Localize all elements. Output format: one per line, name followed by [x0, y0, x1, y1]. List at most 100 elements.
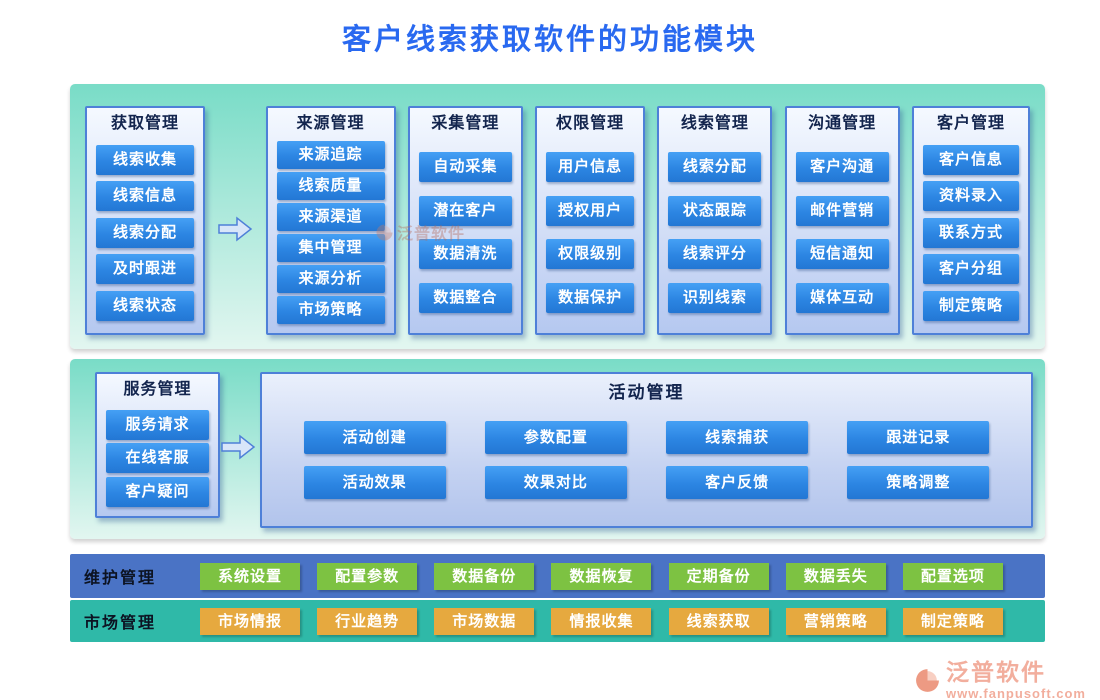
market-item: 市场数据	[434, 607, 535, 635]
brand-logo: 泛普软件 www.fanpusoft.com	[914, 661, 1086, 700]
module-item: 服务请求	[106, 409, 209, 440]
column-items: 自动采集 潜在客户 数据清洗 数据整合	[410, 138, 521, 333]
service-items: 服务请求 在线客服 客户疑问	[97, 406, 218, 516]
module-item: 来源渠道	[276, 203, 385, 231]
service-title: 服务管理	[123, 381, 192, 398]
module-item: 邮件营销	[795, 195, 889, 226]
column-title: 沟通管理	[808, 115, 877, 132]
column-title: 采集管理	[431, 115, 500, 132]
module-item: 来源追踪	[276, 141, 385, 169]
module-item: 市场策略	[276, 296, 385, 324]
maintenance-item: 配置选项	[902, 562, 1003, 590]
activity-panel: 活动管理 活动创建 参数配置 线索捕获 跟进记录 活动效果 效果对比 客户反馈 …	[260, 372, 1033, 528]
module-item: 客户分组	[922, 254, 1019, 284]
market-item: 情报收集	[551, 607, 652, 635]
market-item: 制定策略	[902, 607, 1003, 635]
column-items: 客户沟通 邮件营销 短信通知 媒体互动	[787, 138, 898, 333]
column-items: 线索分配 状态跟踪 线索评分 识别线索	[659, 138, 770, 333]
module-item: 权限级别	[546, 239, 635, 270]
module-item: 客户沟通	[795, 151, 889, 182]
module-item: 参数配置	[484, 421, 627, 454]
maintenance-bar: 维护管理 系统设置 配置参数 数据备份 数据恢复 定期备份 数据丢失 配置选项	[70, 554, 1045, 598]
module-item: 客户反馈	[666, 466, 809, 499]
column-title: 线索管理	[680, 115, 749, 132]
module-item: 潜在客户	[418, 195, 512, 226]
column-items: 客户信息 资料录入 联系方式 客户分组 制定策略	[914, 138, 1028, 333]
market-item: 行业趋势	[317, 607, 418, 635]
maintenance-item: 数据备份	[434, 562, 535, 590]
market-item: 线索获取	[668, 607, 769, 635]
maintenance-label: 维护管理	[84, 570, 157, 587]
module-item: 线索分配	[96, 217, 194, 248]
column-title: 权限管理	[556, 115, 625, 132]
module-item: 在线客服	[106, 443, 209, 473]
column-title: 来源管理	[296, 115, 365, 132]
module-item: 资料录入	[922, 181, 1019, 211]
market-item: 营销策略	[785, 607, 886, 635]
module-item: 线索捕获	[666, 421, 809, 454]
module-column-acquisition: 获取管理 线索收集 线索信息 线索分配 及时跟进 线索状态	[85, 106, 205, 335]
column-items: 线索收集 线索信息 线索分配 及时跟进 线索状态	[87, 138, 203, 333]
market-items: 市场情报 行业趋势 市场数据 情报收集 线索获取 营销策略 制定策略	[200, 607, 1003, 635]
module-item: 数据清洗	[418, 239, 512, 270]
module-item: 线索收集	[96, 144, 194, 175]
maintenance-items: 系统设置 配置参数 数据备份 数据恢复 定期备份 数据丢失 配置选项	[200, 562, 1003, 590]
module-item: 效果对比	[484, 466, 627, 499]
column-title: 客户管理	[936, 115, 1005, 132]
service-panel: 服务管理 服务请求 在线客服 客户疑问	[95, 372, 220, 518]
module-item: 来源分析	[276, 265, 385, 293]
module-item: 识别线索	[668, 283, 762, 314]
module-column-lead: 线索管理 线索分配 状态跟踪 线索评分 识别线索	[657, 106, 773, 335]
maintenance-item: 配置参数	[317, 562, 418, 590]
module-item: 及时跟进	[96, 254, 194, 284]
maintenance-item: 系统设置	[200, 562, 300, 590]
market-item: 市场情报	[200, 607, 300, 635]
module-item: 数据整合	[418, 283, 512, 314]
module-item: 数据保护	[546, 283, 635, 314]
module-item: 制定策略	[922, 290, 1019, 321]
module-item: 线索分配	[668, 151, 762, 182]
fanpu-logo-icon	[916, 669, 939, 692]
brand-name: 泛普软件	[945, 660, 1046, 685]
market-label: 市场管理	[84, 615, 157, 632]
module-column-permission: 权限管理 用户信息 授权用户 权限级别 数据保护	[535, 106, 646, 335]
module-column-communication: 沟通管理 客户沟通 邮件营销 短信通知 媒体互动	[784, 106, 900, 335]
module-item: 跟进记录	[847, 421, 990, 454]
page-title: 客户线索获取软件的功能模块	[341, 24, 758, 56]
maintenance-item: 定期备份	[668, 562, 769, 590]
module-item: 用户信息	[546, 151, 635, 182]
module-item: 客户疑问	[106, 476, 209, 507]
maintenance-item: 数据丢失	[785, 562, 886, 590]
module-item: 授权用户	[546, 195, 635, 226]
top-modules-band: 获取管理 线索收集 线索信息 线索分配 及时跟进 线索状态 来源管理 来源追踪 …	[70, 84, 1045, 349]
activity-items: 活动创建 参数配置 线索捕获 跟进记录 活动效果 效果对比 客户反馈 策略调整	[262, 408, 1031, 526]
service-activity-band: 服务管理 服务请求 在线客服 客户疑问 活动管理 活动创建 参数配置 线索捕获 …	[70, 359, 1045, 539]
activity-title: 活动管理	[608, 383, 685, 402]
module-item: 集中管理	[276, 234, 385, 262]
right-arrow-icon	[217, 214, 253, 335]
module-item: 自动采集	[418, 151, 512, 182]
module-item: 客户信息	[922, 144, 1019, 175]
maintenance-item: 数据恢复	[551, 562, 652, 590]
column-items: 用户信息 授权用户 权限级别 数据保护	[537, 138, 643, 333]
module-item: 媒体互动	[795, 283, 889, 314]
module-item: 策略调整	[847, 466, 990, 499]
module-item: 线索质量	[276, 172, 385, 200]
market-bar: 市场管理 市场情报 行业趋势 市场数据 情报收集 线索获取 营销策略 制定策略	[70, 600, 1045, 642]
module-column-collection: 采集管理 自动采集 潜在客户 数据清洗 数据整合	[407, 106, 523, 335]
module-item: 活动创建	[303, 421, 446, 454]
module-item: 活动效果	[303, 466, 446, 499]
module-item: 短信通知	[795, 239, 889, 270]
module-item: 线索信息	[96, 181, 194, 211]
column-title: 获取管理	[110, 115, 179, 132]
module-column-source: 来源管理 来源追踪 线索质量 来源渠道 集中管理 来源分析 市场策略	[265, 106, 396, 335]
module-item: 线索状态	[96, 290, 194, 321]
right-arrow-icon	[220, 432, 256, 539]
column-items: 来源追踪 线索质量 来源渠道 集中管理 来源分析 市场策略	[268, 138, 394, 333]
module-item: 联系方式	[922, 217, 1019, 248]
module-column-customer: 客户管理 客户信息 资料录入 联系方式 客户分组 制定策略	[911, 106, 1030, 335]
module-item: 状态跟踪	[668, 195, 762, 226]
module-item: 线索评分	[668, 239, 762, 270]
brand-url: www.fanpusoft.com	[945, 686, 1086, 700]
diagram-page: 客户线索获取软件的功能模块 获取管理 线索收集 线索信息 线索分配 及时跟进 线…	[0, 16, 1100, 700]
